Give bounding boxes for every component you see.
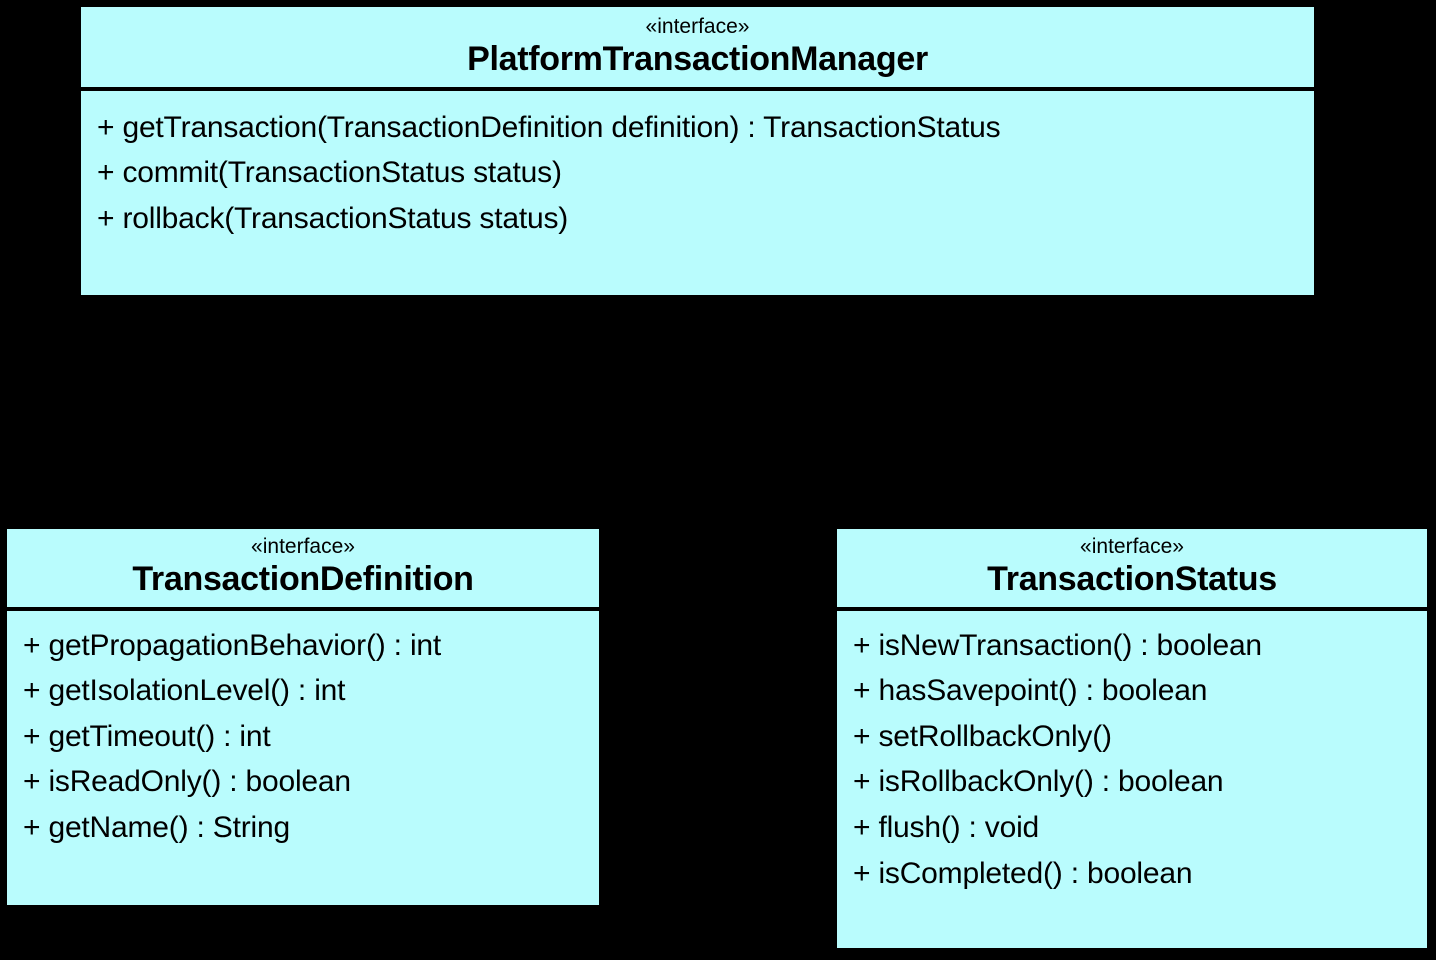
class-member-row: + commit(TransactionStatus status) [97, 156, 562, 190]
class-member-row: + getTimeout() : int [23, 719, 271, 753]
class-member-row: + getIsolationLevel() : int [23, 674, 346, 708]
class-member-row: + getPropagationBehavior() : int [23, 628, 442, 662]
class-member-row: + setRollbackOnly() [853, 719, 1112, 753]
class-name: PlatformTransactionManager [467, 39, 928, 78]
class-stereotype: «interface» [645, 15, 750, 38]
class-stereotype: «interface» [1080, 535, 1184, 558]
class-member-row: + isRollbackOnly() : boolean [853, 765, 1224, 799]
class-member-row: + getTransaction(TransactionDefinition d… [97, 110, 1001, 144]
class-member-row: + flush() : void [853, 811, 1040, 844]
uml-class-transaction-status[interactable]: «interface» TransactionStatus + isNewTra… [834, 526, 1430, 951]
class-header: «interface» PlatformTransactionManager [81, 7, 1314, 91]
class-name: TransactionDefinition [132, 559, 474, 598]
class-member-row: + rollback(TransactionStatus status) [97, 201, 569, 235]
class-name: TransactionStatus [987, 559, 1277, 598]
class-header: «interface» TransactionDefinition [7, 529, 599, 611]
uml-class-transaction-definition[interactable]: «interface» TransactionDefinition + getP… [4, 526, 602, 908]
class-stereotype: «interface» [251, 535, 355, 558]
class-member-row: + getName() : String [23, 811, 290, 844]
class-members-compartment: + isNewTransaction() : boolean + hasSave… [837, 611, 1427, 948]
class-members-compartment: + getTransaction(TransactionDefinition d… [81, 91, 1314, 295]
class-member-row: + isReadOnly() : boolean [23, 765, 351, 799]
class-header: «interface» TransactionStatus [837, 529, 1427, 611]
class-members-compartment: + getPropagationBehavior() : int + getIs… [7, 611, 599, 905]
class-member-row: + isNewTransaction() : boolean [853, 628, 1262, 662]
uml-class-platform-transaction-manager[interactable]: «interface» PlatformTransactionManager +… [78, 4, 1317, 298]
class-member-row: + hasSavepoint() : boolean [853, 674, 1208, 708]
class-member-row: + isCompleted() : boolean [853, 856, 1193, 890]
